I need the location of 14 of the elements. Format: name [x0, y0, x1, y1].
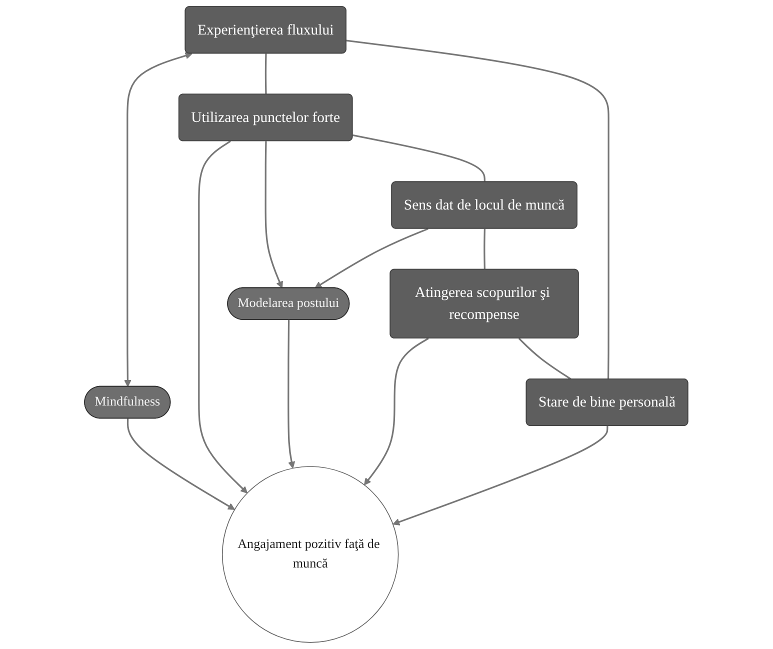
arrow	[392, 426, 609, 526]
connector	[518, 338, 572, 380]
arrow	[124, 52, 193, 388]
connector	[265, 54, 268, 95]
arrow	[364, 338, 430, 486]
connector	[352, 134, 486, 182]
connector	[484, 228, 486, 270]
arrow	[314, 228, 429, 288]
arrow	[198, 140, 248, 494]
arrow	[288, 320, 296, 469]
arrow	[265, 141, 284, 288]
node-circle: Angajament pozitiv faţă de muncă	[222, 466, 400, 643]
connector	[346, 40, 610, 380]
arrow	[127, 418, 236, 510]
